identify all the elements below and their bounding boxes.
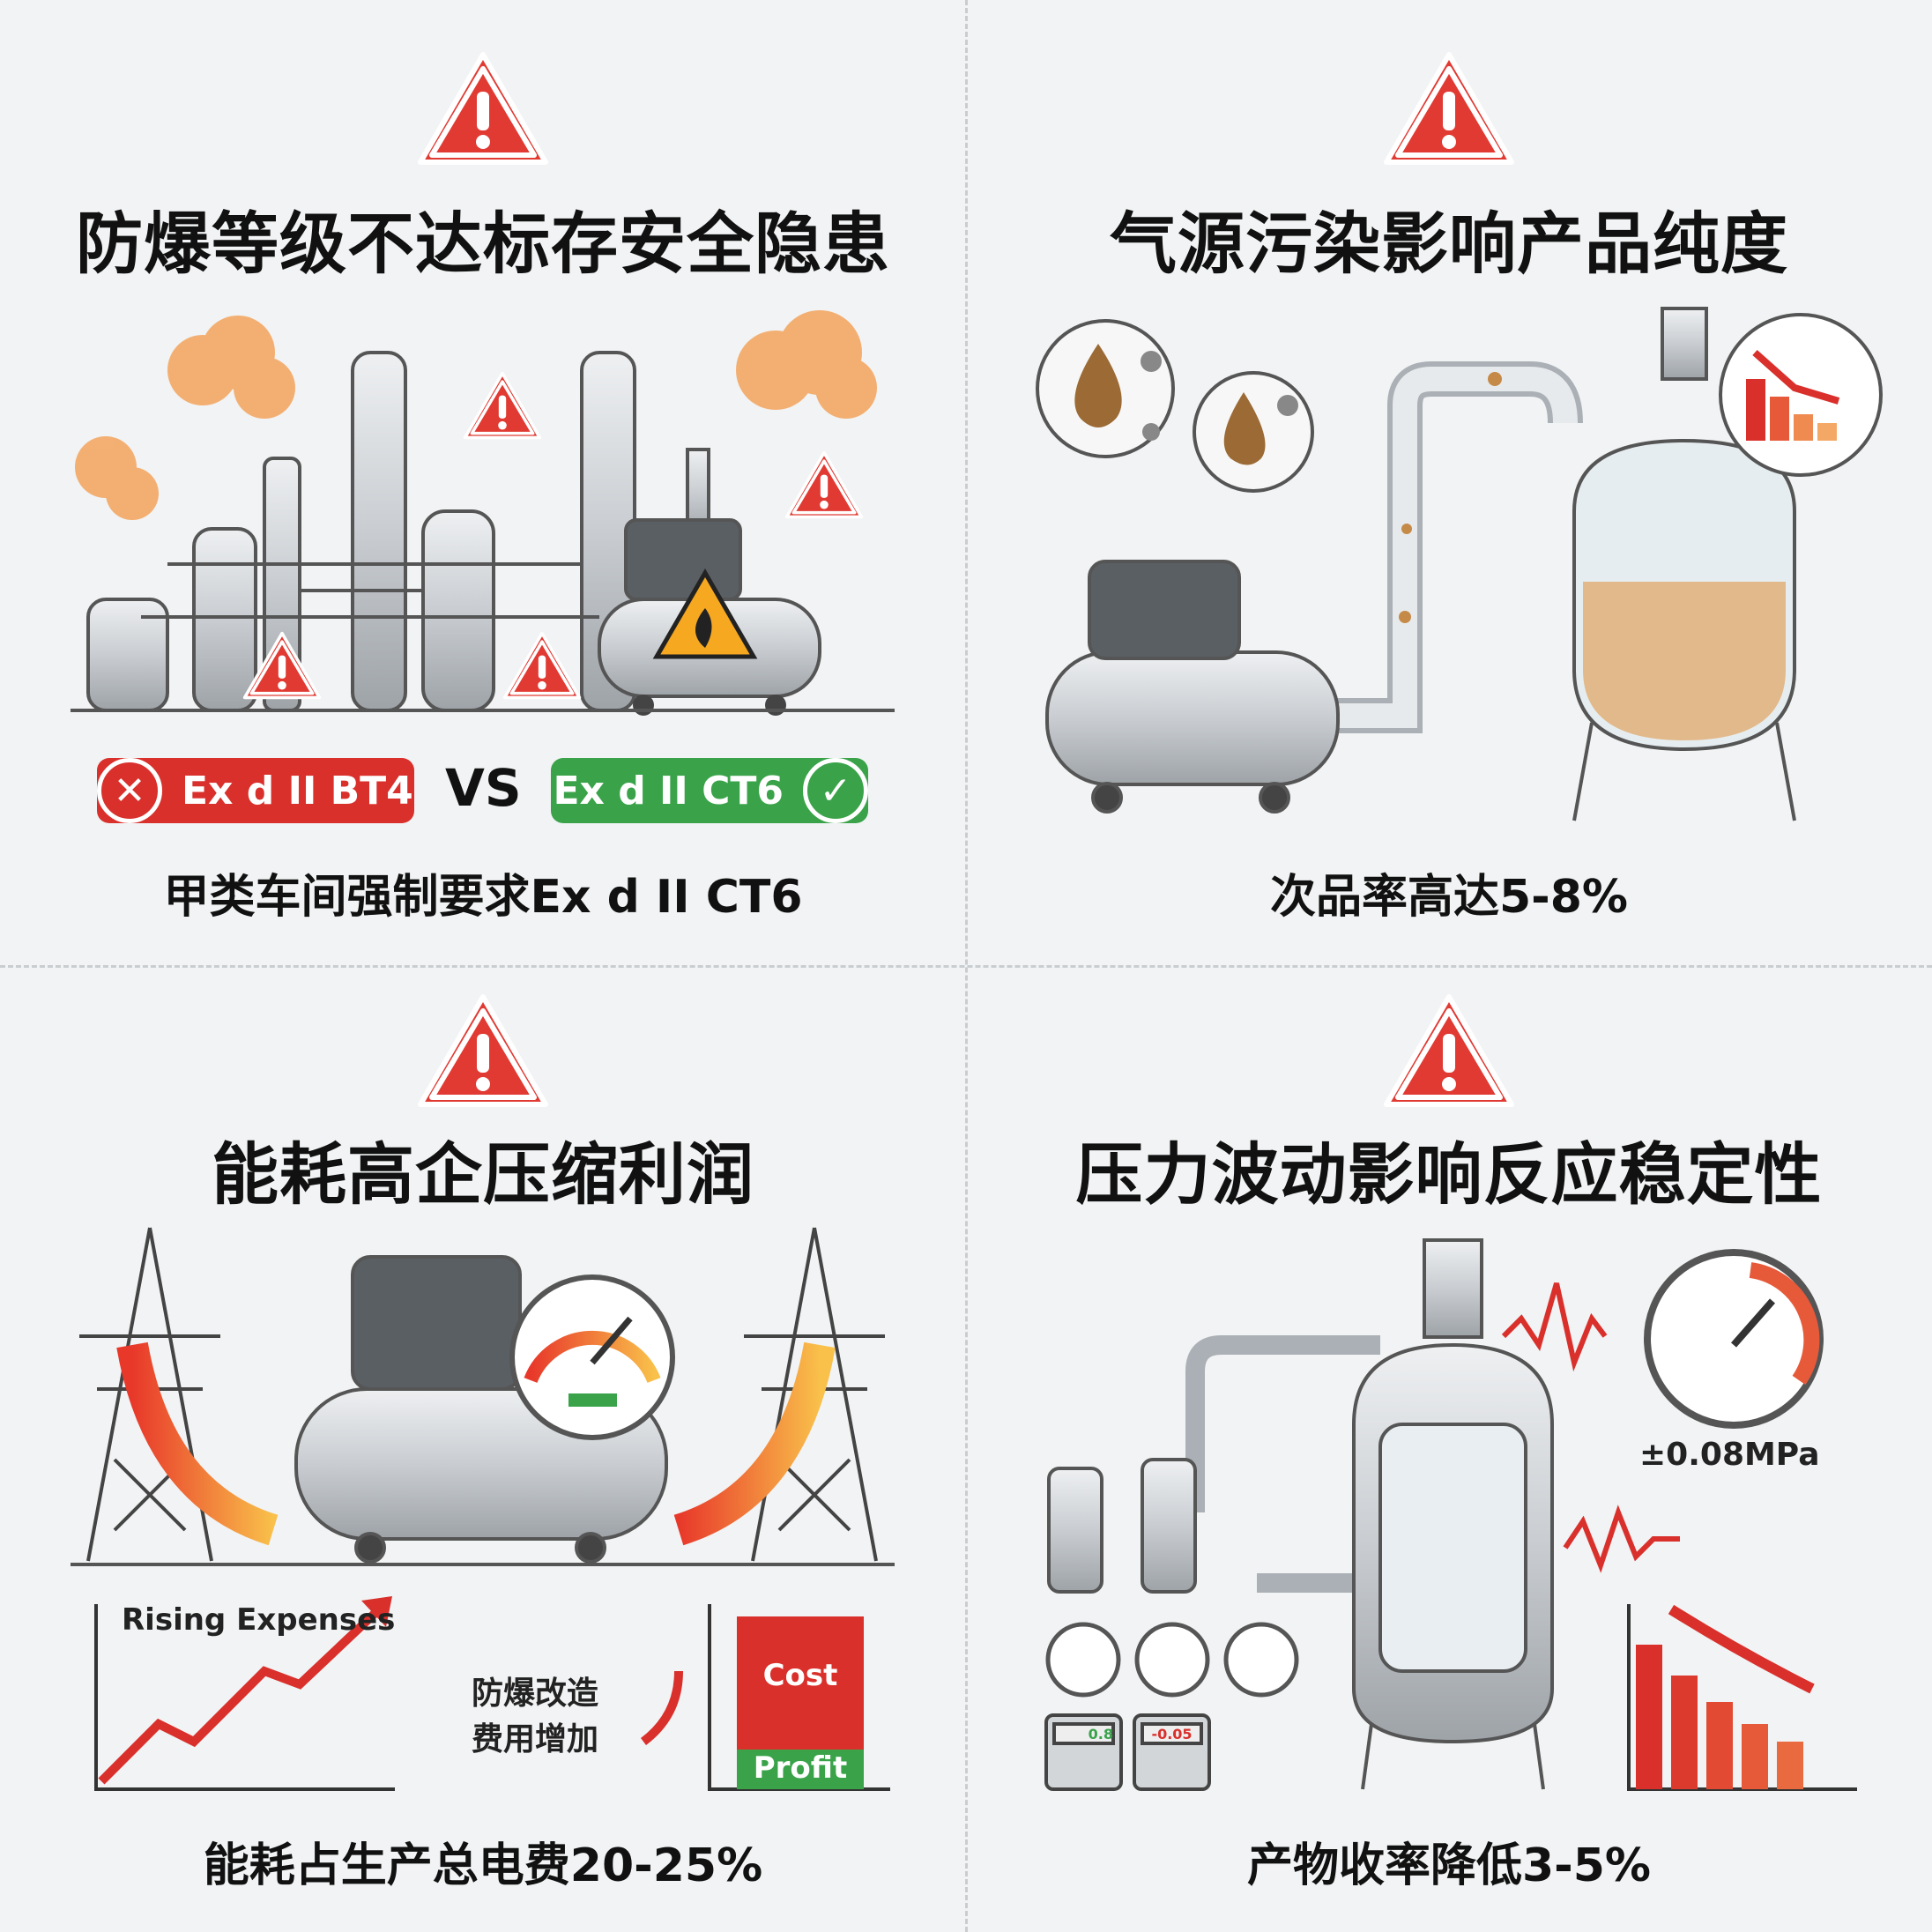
panel-title: 气源污染影响产品纯度 <box>1110 204 1788 283</box>
warning-icon <box>784 450 864 519</box>
panel-caption: 次品率高达5-8% <box>1269 871 1629 924</box>
warning-icon <box>420 55 546 162</box>
divider <box>0 965 1932 968</box>
panel-pressure-fluctuation: 压力波动影响反应稳定性 ±0.08MPa 0.8 -0.05 产物收率降低3-5… <box>966 966 1932 1932</box>
x-circle-icon: ✕ <box>97 758 162 823</box>
control-display <box>1044 1713 1211 1791</box>
retrofit-label: 防爆改造费用增加 <box>472 1676 599 1757</box>
panel-caption: 产物收率降低3-5% <box>1246 1839 1652 1892</box>
pressure-gauge-icon <box>1644 1249 1824 1429</box>
declining-bar-chart <box>1627 1604 1857 1791</box>
display-value: -0.05 <box>1151 1726 1193 1743</box>
panel-title: 防爆等级不达标存安全隐患 <box>76 204 890 283</box>
pressure-label: ±0.08MPa <box>1639 1437 1820 1473</box>
arrow-up-icon <box>640 1670 683 1745</box>
warning-icon <box>420 997 546 1104</box>
air-compressor <box>1045 560 1340 814</box>
panel-caption: 甲类车间强制要求Ex d II CT6 <box>163 871 803 924</box>
filter-icon <box>1047 1458 1197 1594</box>
rising-expenses-chart <box>94 1596 395 1791</box>
declining-chart-icon <box>1719 313 1883 477</box>
badge-label: Ex d II CT6 <box>553 768 784 814</box>
panel-air-contamination: 气源污染影响产品纯度 次品率高达5-8% <box>966 0 1932 966</box>
badge-label: Ex d II BT4 <box>182 768 413 814</box>
chart-label: Rising Expenses <box>122 1602 396 1638</box>
cost-profit-bar <box>708 1604 890 1791</box>
contamination-illustration <box>1036 0 1883 821</box>
cost-label: Cost <box>762 1658 838 1693</box>
wave-icon <box>1563 1505 1680 1573</box>
warning-icon <box>502 631 582 700</box>
display-value: 0.8 <box>1088 1726 1113 1743</box>
factory-illustration <box>71 0 895 716</box>
energy-illustration <box>71 966 895 1791</box>
warning-icon <box>463 371 542 440</box>
check-circle-icon: ✓ <box>803 758 868 823</box>
wave-icon <box>1501 1282 1608 1372</box>
panel-caption: 能耗占生产总电费20-25% <box>203 1839 763 1892</box>
vs-label: VS <box>445 758 522 818</box>
warning-icon <box>1386 997 1512 1104</box>
reactor <box>1352 1238 1554 1790</box>
oil-droplet-icon <box>1036 319 1314 493</box>
warning-icon <box>1386 55 1512 162</box>
panel-energy-cost: 能耗高企压缩利润 Rising Expenses 防爆改造费用增加 Cost P… <box>0 966 966 1932</box>
gauge-icon <box>509 1274 675 1440</box>
profit-label: Profit <box>753 1750 848 1786</box>
panel-title: 能耗高企压缩利润 <box>212 1135 754 1214</box>
badge-noncompliant: ✕ Ex d II BT4 <box>97 758 414 823</box>
panel-explosion-proof: 防爆等级不达标存安全隐患 ✕ Ex d II BT4 VS Ex d II CT6… <box>0 0 966 966</box>
pressure-illustration <box>1044 966 1857 1791</box>
badge-compliant: Ex d II CT6 ✓ <box>551 758 868 823</box>
panel-title: 压力波动影响反应稳定性 <box>1075 1135 1823 1214</box>
small-gauge-icon <box>1045 1622 1299 1698</box>
reactor <box>1572 307 1796 821</box>
smoke-icon <box>75 310 877 520</box>
